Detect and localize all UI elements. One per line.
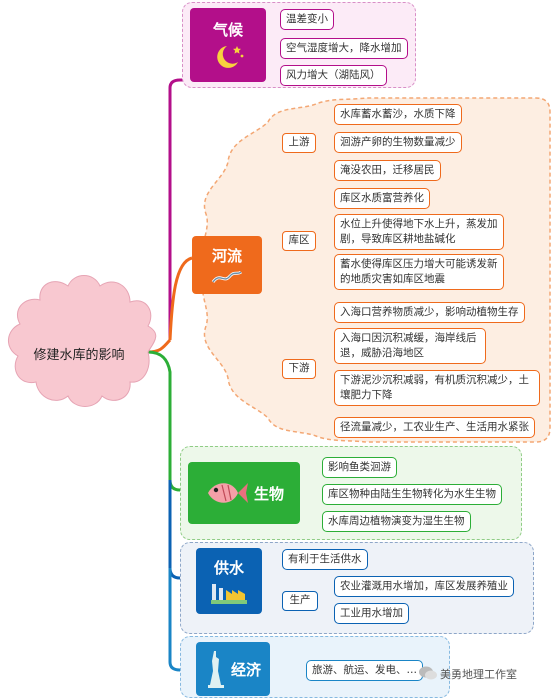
downstream-item-2: 入海口因沉积减缓，海岸线后退，威胁沿海地区 — [334, 328, 486, 364]
upstream-item-2: 洄游产卵的生物数量减少 — [334, 132, 462, 153]
reservoir-item-1: 库区水质富营养化 — [334, 188, 430, 209]
climate-category-box[interactable]: 气候 — [190, 8, 266, 82]
production-item-2: 工业用水增加 — [334, 603, 409, 624]
reservoir-item-2: 水位上升使得地下水上升，蒸发加剧，导致库区耕地盐碱化 — [334, 214, 504, 250]
econ-label: 经济 — [230, 660, 261, 679]
moon-stars-icon — [217, 45, 244, 68]
bio-item-2: 库区物种由陆生生物转化为水生生物 — [322, 484, 502, 505]
econ-item-1: 旅游、航运、发电、… — [306, 660, 423, 681]
bio-item-3: 水库周边植物演变为湿生生物 — [322, 511, 471, 532]
climate-item-3: 风力增大（湖陆风） — [280, 65, 387, 86]
upstream-item-1: 水库蓄水蓄沙，水质下降 — [334, 104, 462, 125]
root-label: 修建水库的影响 — [33, 348, 125, 363]
production-item-1: 农业灌溉用水增加，库区发展养殖业 — [334, 576, 514, 597]
bio-label: 生物 — [253, 484, 284, 503]
climate-label: 气候 — [212, 20, 243, 39]
factory-icon — [211, 583, 247, 604]
climate-item-1: 温差变小 — [280, 9, 334, 30]
river-icon — [211, 270, 243, 283]
downstream-item-3: 下游泥沙沉积减弱，有机质沉积减少，土壤肥力下降 — [334, 370, 540, 406]
reservoir-item-3: 蓄水使得库区压力增大可能诱发新的地质灾害如库区地震 — [334, 254, 504, 290]
downstream-item-1: 入海口营养物质减少，影响动植物生存 — [334, 302, 525, 323]
upstream-item-3: 淹没农田，迁移居民 — [334, 160, 441, 181]
watermark-text: 美勇地理工作室 — [440, 668, 517, 681]
fish-icon — [207, 483, 248, 503]
water-item-1: 有利于生活供水 — [282, 549, 368, 570]
statue-icon — [207, 651, 224, 688]
downstream-item-4: 径流量减少，工农业生产、生活用水紧张 — [334, 417, 535, 438]
water-production-node[interactable]: 生产 — [282, 591, 318, 611]
econ-category-box[interactable]: 经济 — [196, 642, 270, 696]
river-downstream-node[interactable]: 下游 — [282, 359, 316, 379]
river-label: 河流 — [211, 246, 242, 265]
river-upstream-node[interactable]: 上游 — [282, 133, 316, 153]
water-category-box[interactable]: 供水 — [196, 548, 262, 614]
river-category-box[interactable]: 河流 — [192, 236, 262, 294]
root-leaf-shape — [8, 275, 157, 407]
wechat-icon — [419, 666, 437, 680]
bio-item-1: 影响鱼类洄游 — [322, 457, 397, 478]
water-label: 供水 — [213, 558, 244, 577]
bio-category-box[interactable]: 生物 — [188, 462, 300, 524]
climate-item-2: 空气湿度增大，降水增加 — [280, 38, 408, 59]
river-reservoir-node[interactable]: 库区 — [282, 231, 316, 251]
